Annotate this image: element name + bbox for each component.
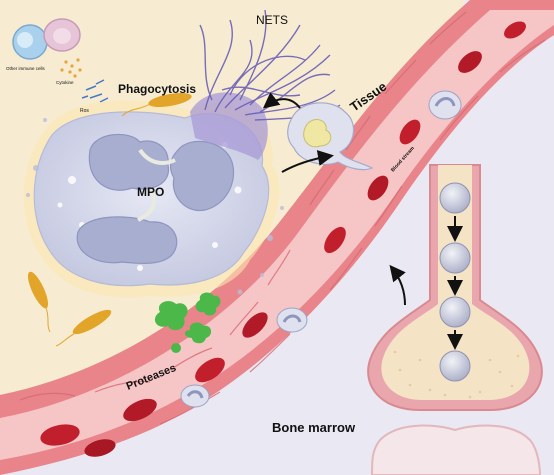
bacterium-icon	[55, 309, 112, 347]
progenitor-cell	[439, 242, 471, 274]
nucleus-lobe	[88, 133, 169, 191]
label-bone-marrow: Bone marrow	[272, 420, 356, 435]
bone-head	[370, 424, 542, 475]
proteases	[154, 292, 221, 353]
red-blood-cell	[242, 312, 268, 338]
label-ros: Ros	[80, 108, 89, 114]
red-blood-cell	[399, 119, 421, 145]
bacteria	[27, 92, 192, 347]
red-blood-cell	[40, 424, 80, 446]
label-cytokine: Cytokine	[56, 80, 74, 85]
red-blood-cell	[84, 439, 116, 457]
mature-neutrophil	[439, 350, 471, 382]
ros-icon	[81, 79, 109, 103]
migrating-neutrophil	[287, 102, 374, 171]
arrow-icon	[281, 150, 334, 173]
red-blood-cell	[458, 51, 482, 73]
red-blood-cell	[324, 226, 346, 254]
migration-arrow-icon	[389, 264, 406, 306]
maturation-sequence	[439, 182, 471, 382]
nucleus-lobe	[76, 216, 178, 265]
bacterium-icon	[121, 92, 192, 117]
label-nets: NETS	[256, 13, 288, 27]
legend-icons	[12, 18, 109, 103]
red-blood-cells	[40, 21, 526, 457]
label-phagocytosis: Phagocytosis	[118, 82, 196, 96]
label-mpo: MPO	[137, 185, 164, 199]
arrow-icon	[262, 92, 301, 109]
red-blood-cell	[123, 398, 157, 422]
label-other-immune-cells: Other immune cells	[6, 66, 46, 71]
red-blood-cell	[367, 175, 389, 201]
neutrophil	[23, 92, 280, 298]
net-release-zone	[190, 92, 268, 160]
net-fibers	[199, 9, 341, 121]
red-blood-cell	[195, 357, 225, 383]
cytokine-icon	[60, 58, 82, 78]
nucleus-lobe	[169, 140, 235, 212]
bone	[367, 164, 543, 475]
bacterium-icon	[27, 271, 51, 333]
precursor-cell	[439, 296, 471, 328]
circulating-neutrophils	[180, 90, 462, 408]
stem-cell	[439, 182, 471, 214]
red-blood-cell	[504, 21, 526, 39]
